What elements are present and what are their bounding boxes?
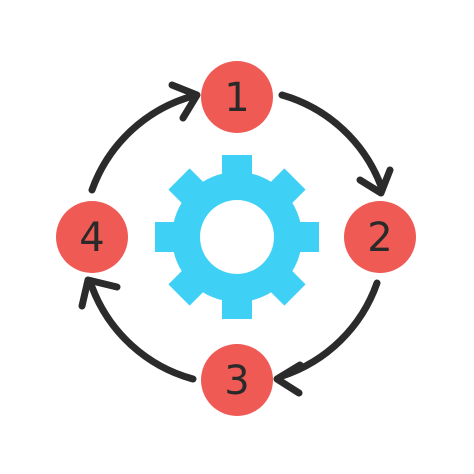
step-node-1: 1 bbox=[201, 61, 273, 133]
arrow-2-to-3 bbox=[273, 279, 381, 397]
step-label-4: 4 bbox=[79, 215, 104, 261]
step-node-4: 4 bbox=[56, 201, 128, 273]
step-label-1: 1 bbox=[224, 75, 249, 121]
arrow-4-to-1 bbox=[88, 81, 201, 194]
step-node-3: 3 bbox=[201, 344, 273, 416]
step-label-3: 3 bbox=[224, 358, 249, 404]
step-node-2: 2 bbox=[344, 201, 416, 273]
cycle-arrows bbox=[78, 81, 394, 397]
arrow-1-to-2 bbox=[278, 91, 394, 197]
step-label-2: 2 bbox=[367, 215, 392, 261]
gear-icon bbox=[155, 155, 319, 319]
arrow-3-to-4 bbox=[78, 276, 197, 383]
gear-hole bbox=[200, 200, 274, 274]
